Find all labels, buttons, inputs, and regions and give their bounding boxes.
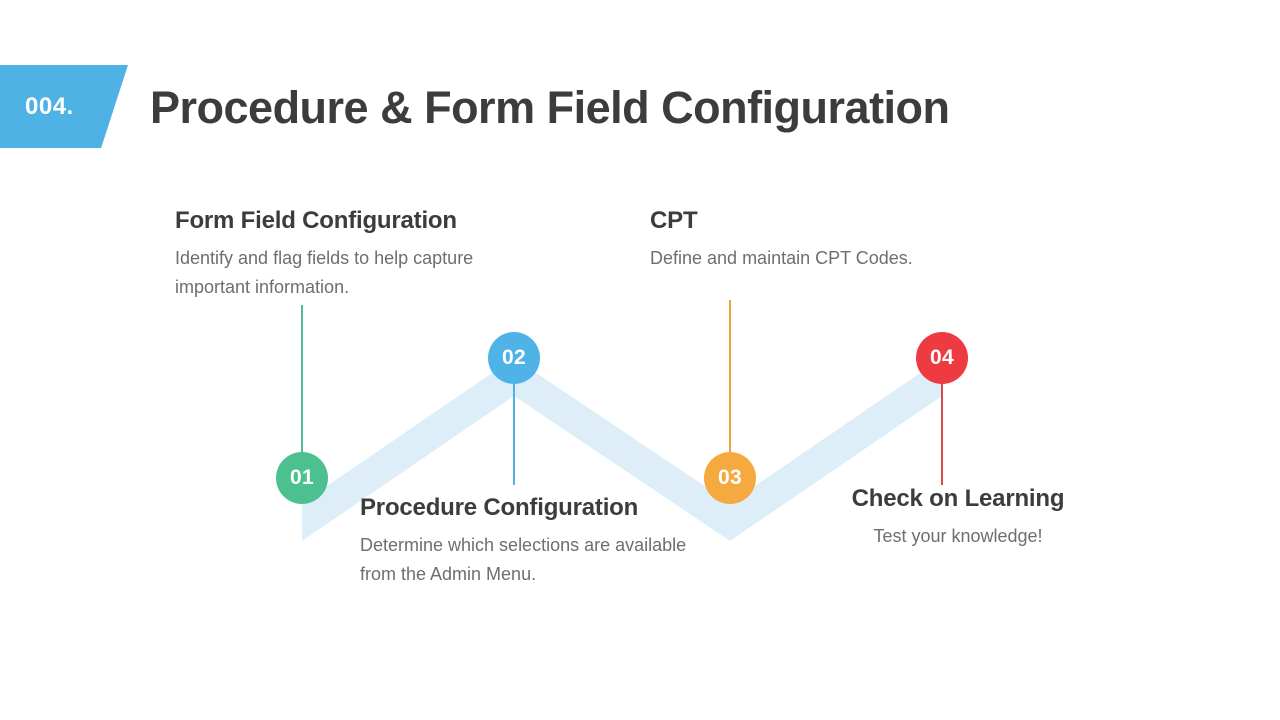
page-title: Procedure & Form Field Configuration [150, 82, 950, 133]
step-text-block-03: CPT Define and maintain CPT Codes. [650, 207, 940, 273]
step-body-01: Identify and flag fields to help capture… [175, 248, 474, 297]
step-heading-02: Procedure Configuration [360, 494, 639, 521]
step-body-04: Test your knowledge! [873, 526, 1043, 546]
step-heading-01: Form Field Configuration [175, 207, 457, 234]
step-node-label: 01 [290, 466, 314, 489]
stem-connector-04 [941, 382, 943, 485]
step-text-block-01: Form Field Configuration Identify and fl… [175, 207, 505, 302]
step-body-02: Determine which selections are available… [360, 535, 687, 584]
step-node-03[interactable]: 03 [704, 452, 756, 504]
step-node-01[interactable]: 01 [276, 452, 328, 504]
step-heading-04: Check on Learning [851, 485, 1065, 512]
step-heading-03: CPT [650, 207, 698, 234]
step-node-label: 02 [502, 346, 526, 369]
slide-number-label: 004. [25, 92, 74, 120]
step-node-label: 04 [930, 346, 954, 369]
step-body-03: Define and maintain CPT Codes. [650, 248, 913, 268]
stem-connector-02 [513, 382, 515, 485]
slide-number-badge: 004. [0, 65, 128, 148]
step-node-04[interactable]: 04 [916, 332, 968, 384]
step-text-block-04: Check on Learning Test your knowledge! [838, 485, 1078, 551]
stem-connector-01 [301, 305, 303, 455]
step-node-label: 03 [718, 466, 742, 489]
stem-connector-03 [729, 300, 731, 455]
step-text-block-02: Procedure Configuration Determine which … [360, 494, 690, 589]
step-node-02[interactable]: 02 [488, 332, 540, 384]
